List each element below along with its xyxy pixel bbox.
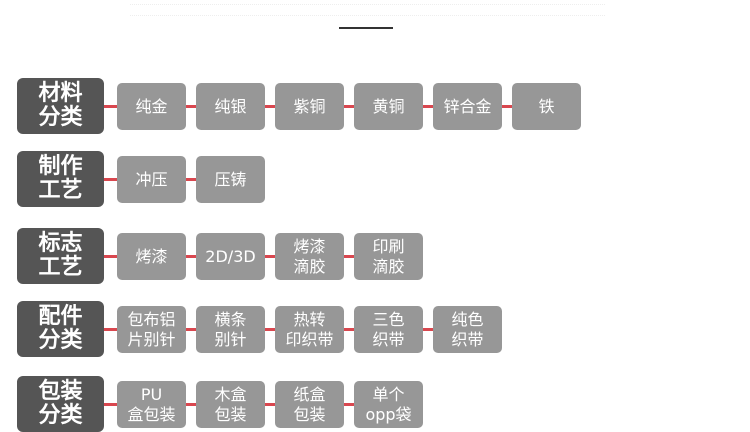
- option-item[interactable]: 压铸: [196, 156, 265, 203]
- option-item[interactable]: 锌合金: [433, 83, 502, 130]
- category-label: 配件 分类: [17, 301, 104, 357]
- option-item[interactable]: 三色 织带: [354, 306, 423, 353]
- option-item[interactable]: 木盒 包装: [196, 381, 265, 428]
- option-item[interactable]: 铁: [512, 83, 581, 130]
- header-faint-text: [130, 4, 605, 16]
- option-item[interactable]: 单个 opp袋: [354, 381, 423, 428]
- option-item[interactable]: 紫铜: [275, 83, 344, 130]
- option-item[interactable]: 烤漆 滴胶: [275, 233, 344, 280]
- option-item[interactable]: 黄铜: [354, 83, 423, 130]
- option-item[interactable]: 包布铝 片别针: [117, 306, 186, 353]
- option-item[interactable]: 纸盒 包装: [275, 381, 344, 428]
- category-label: 制作 工艺: [17, 151, 104, 207]
- category-label: 包装 分类: [17, 376, 104, 432]
- option-item[interactable]: 印刷 滴胶: [354, 233, 423, 280]
- option-item[interactable]: PU 盒包装: [117, 381, 186, 428]
- option-item[interactable]: 纯金: [117, 83, 186, 130]
- option-item[interactable]: 横条 别针: [196, 306, 265, 353]
- option-item[interactable]: 冲压: [117, 156, 186, 203]
- option-item[interactable]: 纯银: [196, 83, 265, 130]
- connector-line: [104, 328, 433, 331]
- option-item[interactable]: 2D/3D: [196, 233, 265, 280]
- option-item[interactable]: 纯色 织带: [433, 306, 502, 353]
- title-divider: [339, 27, 393, 29]
- option-item[interactable]: 烤漆: [117, 233, 186, 280]
- category-label: 材料 分类: [17, 78, 104, 134]
- category-label: 标志 工艺: [17, 228, 104, 284]
- option-item[interactable]: 热转 印织带: [275, 306, 344, 353]
